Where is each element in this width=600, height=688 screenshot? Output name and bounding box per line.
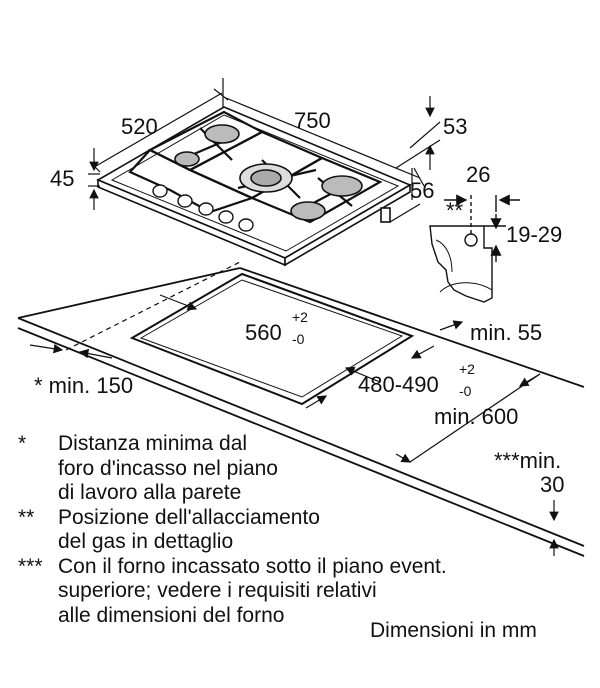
worktop-dimensions — [29, 294, 559, 556]
note-3: *** Con il forno incassato sotto il pian… — [18, 555, 598, 629]
note-mark: ** — [18, 505, 35, 529]
gas-inlet — [464, 233, 478, 247]
gas-detail — [429, 194, 520, 303]
dim-cutout-depth-tol-plus: +2 — [459, 361, 475, 377]
dim-cutout-depth: 480-490 — [358, 372, 439, 397]
dim-min-edge: min. 55 — [470, 320, 542, 345]
dim-depth: 520 — [121, 114, 158, 139]
dim-cutout-width: 560 — [245, 320, 282, 345]
dim-cutout-width-tol-minus: -0 — [292, 331, 305, 347]
hob-drawing — [96, 106, 412, 267]
note-2: ** Posizione dell'allacciamento del gas … — [18, 506, 598, 555]
dim-height: 45 — [50, 166, 74, 191]
burner-front-left — [174, 151, 200, 167]
note-mark: *** — [18, 554, 43, 578]
dim-min-oven-label: ***min. — [494, 448, 561, 473]
dim-cutout-depth-tol-minus: -0 — [459, 383, 472, 399]
dim-min-side: min. 600 — [434, 404, 518, 429]
note-text: Posizione dell'allacciamento del gas in … — [58, 505, 320, 554]
note-mark: * — [18, 432, 27, 455]
worktop-drawing — [17, 261, 585, 557]
dim-min-oven-value: 30 — [540, 472, 564, 497]
dim-gas-height: 19-29 — [506, 222, 562, 247]
dim-min-wall: * min. 150 — [34, 373, 133, 398]
control-knobs — [152, 184, 254, 232]
gas-connection — [380, 207, 391, 223]
dim-side-offset: 56 — [410, 178, 434, 203]
note-text: Distanza minima dal foro d'incasso nel p… — [58, 432, 278, 504]
note-1: * Distanza minima dal foro d'incasso nel… — [18, 432, 598, 506]
burner-rear-left — [204, 124, 240, 144]
dim-width: 750 — [294, 108, 331, 133]
burner-rear-right — [321, 175, 363, 197]
burner-front-right — [290, 201, 326, 221]
cutout — [129, 272, 415, 406]
burners — [174, 124, 363, 221]
note-text: Con il forno incassato sotto il piano ev… — [58, 554, 447, 627]
legend-notes: * Distanza minima dal foro d'incasso nel… — [18, 432, 598, 628]
dim-gas-offset: 26 — [466, 162, 490, 187]
units-label: Dimensioni in mm — [370, 619, 537, 642]
hob-dimensions — [88, 78, 441, 223]
hob-side-edge — [284, 183, 411, 267]
dim-top-offset: 53 — [443, 114, 467, 139]
dim-cutout-width-tol-plus: +2 — [292, 309, 308, 325]
gas-marker: ** — [446, 198, 464, 223]
